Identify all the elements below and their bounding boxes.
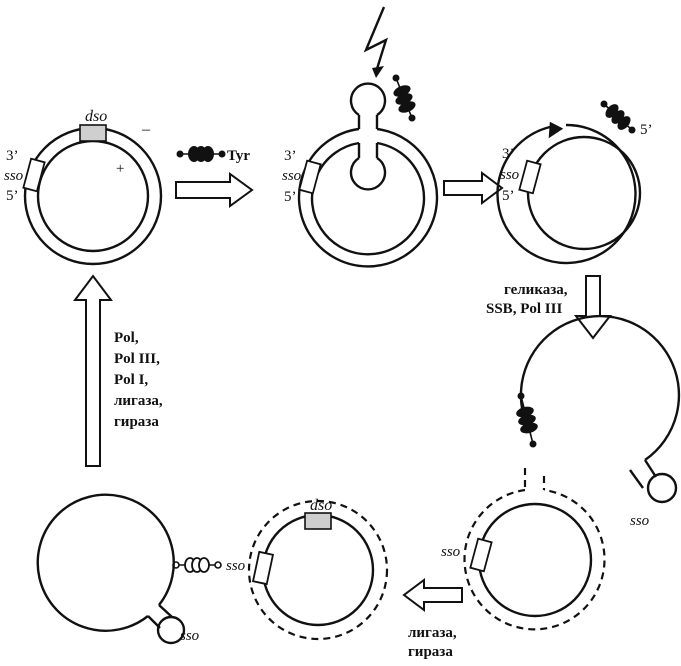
five-prime-label: 5’ xyxy=(6,188,19,204)
sso-label: sso xyxy=(282,168,302,184)
dso-label: dso xyxy=(85,108,107,125)
three-prime-label: 3’ xyxy=(502,146,515,162)
rep-end-dot xyxy=(517,392,525,400)
new-strand-dashed xyxy=(463,488,606,631)
ssdna-stage-7: sso xyxy=(36,493,200,645)
hairpin-loop-outer xyxy=(349,82,387,117)
sso-label: sso xyxy=(226,558,246,574)
minus-strand-label: – xyxy=(141,121,151,138)
strand-arrowhead xyxy=(548,121,564,139)
rep-lobe xyxy=(398,101,416,113)
five-prime-label: 5’ xyxy=(502,188,515,204)
rep-end-dot xyxy=(628,126,636,134)
five-prime-label: 5’ xyxy=(640,122,653,138)
sso-label: sso xyxy=(180,628,200,644)
displaced-strand-stage-4: sso xyxy=(519,314,681,529)
process-arrow-icon xyxy=(73,274,113,467)
dso-box xyxy=(79,124,107,142)
tyr-label: Tyr xyxy=(227,148,250,164)
process-arrow-icon xyxy=(402,578,463,612)
step-helicase-line-1: геликаза, xyxy=(504,282,568,298)
hairpin-stem-outer xyxy=(357,115,379,129)
rep-lobe xyxy=(202,146,214,162)
inner-strand xyxy=(526,135,642,251)
rep-protein-icon xyxy=(392,74,416,122)
hairpin-loop-inner xyxy=(349,156,387,191)
rep-end-dot xyxy=(529,440,537,448)
rep-end-dot-right xyxy=(218,150,226,158)
sso-label: sso xyxy=(500,167,520,183)
step-left-line-1: Pol, xyxy=(114,330,139,346)
step-helicase-line-2: SSB, Pol III xyxy=(486,301,562,317)
sso-box xyxy=(469,537,493,573)
single-strand xyxy=(36,493,175,632)
sso-hairpin-loop xyxy=(156,615,186,645)
sso-label: sso xyxy=(630,513,650,529)
lightning-bolt-icon xyxy=(363,6,388,78)
rep-end-dot xyxy=(392,74,400,82)
five-prime-label: 5’ xyxy=(284,189,297,205)
process-arrow-icon xyxy=(175,172,254,208)
process-arrow-icon xyxy=(443,171,504,205)
template-strand xyxy=(261,513,375,627)
sso-box xyxy=(251,550,275,586)
outer-strand xyxy=(23,126,163,266)
rep-end-dot xyxy=(408,114,416,122)
plus-strand-label: + xyxy=(116,161,124,177)
new-strand-dashed xyxy=(247,499,389,641)
sso-hairpin-stem xyxy=(629,459,658,489)
rep-protein-icon xyxy=(516,392,538,448)
dso-label: dso xyxy=(310,497,332,514)
sso-box xyxy=(518,159,542,195)
rep-end-dot xyxy=(214,561,222,569)
plasmid-stage-3: 3’ sso 5’ 5’ xyxy=(496,121,653,265)
hairpin-stem-inner xyxy=(357,143,379,158)
plasmid-stage-1: dso – + 3’ sso 5’ xyxy=(4,108,163,266)
sso-label: sso xyxy=(441,544,461,560)
three-prime-label: 3’ xyxy=(6,148,19,164)
rep-lobe xyxy=(198,557,210,573)
rep-protein-icon xyxy=(172,557,222,573)
rep-end-dot xyxy=(600,100,608,108)
step-left-line-5: гираза xyxy=(114,414,159,430)
rep-lobe xyxy=(617,116,631,130)
rep-protein-tyr: Tyr xyxy=(176,146,250,164)
outer-strand xyxy=(297,127,439,268)
lightning-arrowhead xyxy=(372,66,384,78)
sso-box xyxy=(298,159,322,195)
step-left-line-2: Pol III, xyxy=(114,351,160,367)
rep-protein-icon xyxy=(600,100,636,134)
plasmid-stage-2: 3’ sso 5’ xyxy=(282,82,439,268)
dso-box xyxy=(304,512,332,530)
step-ligase-line-2: гираза xyxy=(408,644,453,660)
sso-hairpin-loop xyxy=(646,472,678,504)
step-left-line-4: лигаза, xyxy=(114,393,163,409)
rep-end-dot-left xyxy=(176,150,184,158)
sso-label: sso xyxy=(4,168,24,184)
inner-strand xyxy=(36,139,150,253)
process-arrow-icon xyxy=(573,275,613,340)
sso-box xyxy=(22,157,46,193)
dashed-stem xyxy=(523,468,546,490)
step-ligase-line-1: лигаза, xyxy=(408,625,457,641)
displaced-single-strand xyxy=(519,314,681,461)
template-strand xyxy=(477,502,593,618)
step-left-line-3: Pol I, xyxy=(114,372,148,388)
rep-lobe xyxy=(520,422,538,434)
three-prime-label: 3’ xyxy=(284,148,297,164)
lightning-zigzag xyxy=(363,6,388,73)
inner-strand xyxy=(310,141,426,256)
plasmid-stage-5: sso xyxy=(441,488,606,631)
plasmid-stage-6: dso sso xyxy=(226,497,389,641)
